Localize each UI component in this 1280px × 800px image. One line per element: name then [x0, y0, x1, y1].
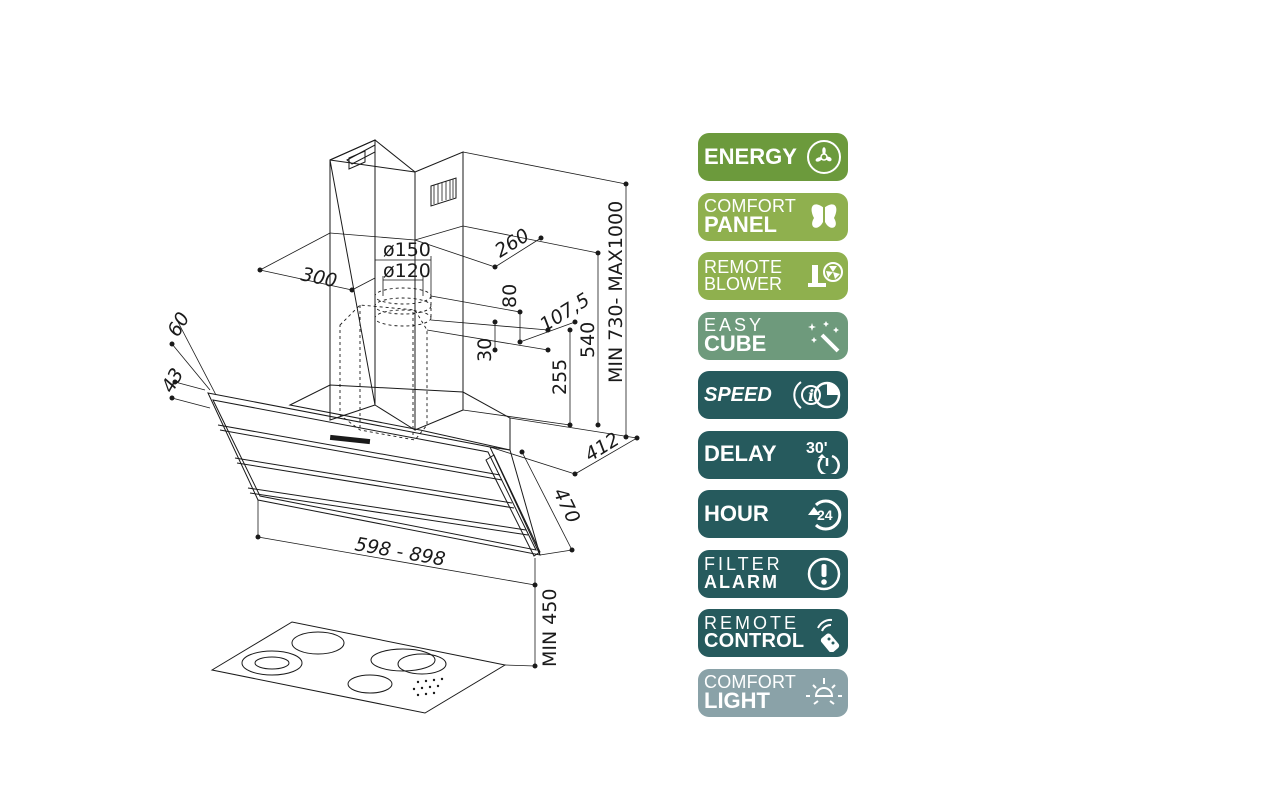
badge-label-line1: COMFORT — [704, 671, 797, 692]
badge-label: ENERGY — [704, 143, 797, 169]
hood-control-strip — [329, 434, 371, 445]
badge-label-line1: COMFORT — [704, 195, 797, 216]
speed-info-icon: i — [793, 381, 841, 409]
dim-470: 470 — [549, 485, 585, 527]
light-sun-icon — [806, 677, 842, 705]
dim-60: 60 — [163, 309, 194, 341]
badge-delay: DELAY 30' — [698, 430, 848, 479]
dim-min-450: MIN 450 — [539, 588, 561, 667]
svg-text:i: i — [808, 386, 814, 405]
dim-chimney-height: MIN 730- MAX1000 — [605, 201, 627, 383]
butterfly-icon — [811, 203, 837, 228]
badge-remote-blower: REMOTE BLOWER — [698, 252, 848, 300]
badge-speed: SPEED i — [698, 371, 848, 419]
dim-43: 43 — [157, 365, 188, 397]
badge-hour: HOUR 24 — [698, 490, 848, 538]
magic-wand-icon — [808, 320, 840, 352]
dim-255: 255 — [549, 359, 571, 395]
feature-badge-list: ENERGY COMFORT PANEL REMOTE BLOWER — [698, 133, 848, 728]
badge-label-line2: BLOWER — [704, 274, 783, 294]
badge-filter-alarm: FILTER ALARM — [698, 549, 848, 598]
badge-easy-cube: EASY CUBE — [698, 311, 848, 360]
badge-energy: ENERGY — [698, 133, 848, 181]
remote-blower-icon — [808, 262, 843, 287]
badge-label-line2: LIGHT — [704, 687, 770, 713]
badge-label-line1: FILTER — [704, 554, 783, 575]
dim-width-range: 598 - 898 — [353, 533, 447, 571]
dim-30: 30 — [474, 338, 496, 362]
badge-label-line2: CONTROL — [704, 630, 805, 653]
dim-diameter-150: ø150 — [383, 239, 431, 261]
dim-80: 80 — [499, 284, 521, 308]
dim-540: 540 — [577, 322, 599, 358]
remote-control-icon — [817, 618, 840, 652]
hour-24-icon: 24 — [808, 499, 842, 531]
hour-icon-text: 24 — [817, 507, 833, 523]
chimney-vent — [348, 150, 457, 207]
badge-label-line1: EASY — [704, 314, 765, 335]
badge-label-line2: CUBE — [704, 330, 767, 356]
badge-label: DELAY — [704, 441, 777, 467]
badge-label-line2: PANEL — [704, 211, 777, 237]
cooktop-controls — [412, 677, 444, 697]
badge-comfort-panel: COMFORT PANEL — [698, 192, 848, 241]
badge-label: SPEED — [704, 383, 772, 406]
cooktop — [210, 621, 507, 714]
badge-label-line1: REMOTE — [704, 256, 783, 277]
alarm-exclamation-icon — [807, 557, 841, 590]
badge-label: HOUR — [704, 500, 769, 526]
fan-leaf-icon — [807, 140, 841, 174]
delay-icon-text: 30' — [806, 440, 828, 457]
badge-label-line1: REMOTE — [704, 612, 800, 633]
badge-remote-control: REMOTE CONTROL — [698, 609, 848, 657]
dimension-lines — [169, 151, 640, 669]
dim-width-300: 300 — [299, 263, 339, 292]
badge-label-line2: ALARM — [704, 571, 779, 592]
dim-412: 412 — [581, 428, 623, 466]
dim-diameter-120: ø120 — [383, 260, 431, 282]
delay-30-icon: 30' — [806, 440, 840, 474]
badge-comfort-light: COMFORT LIGHT — [698, 668, 848, 717]
